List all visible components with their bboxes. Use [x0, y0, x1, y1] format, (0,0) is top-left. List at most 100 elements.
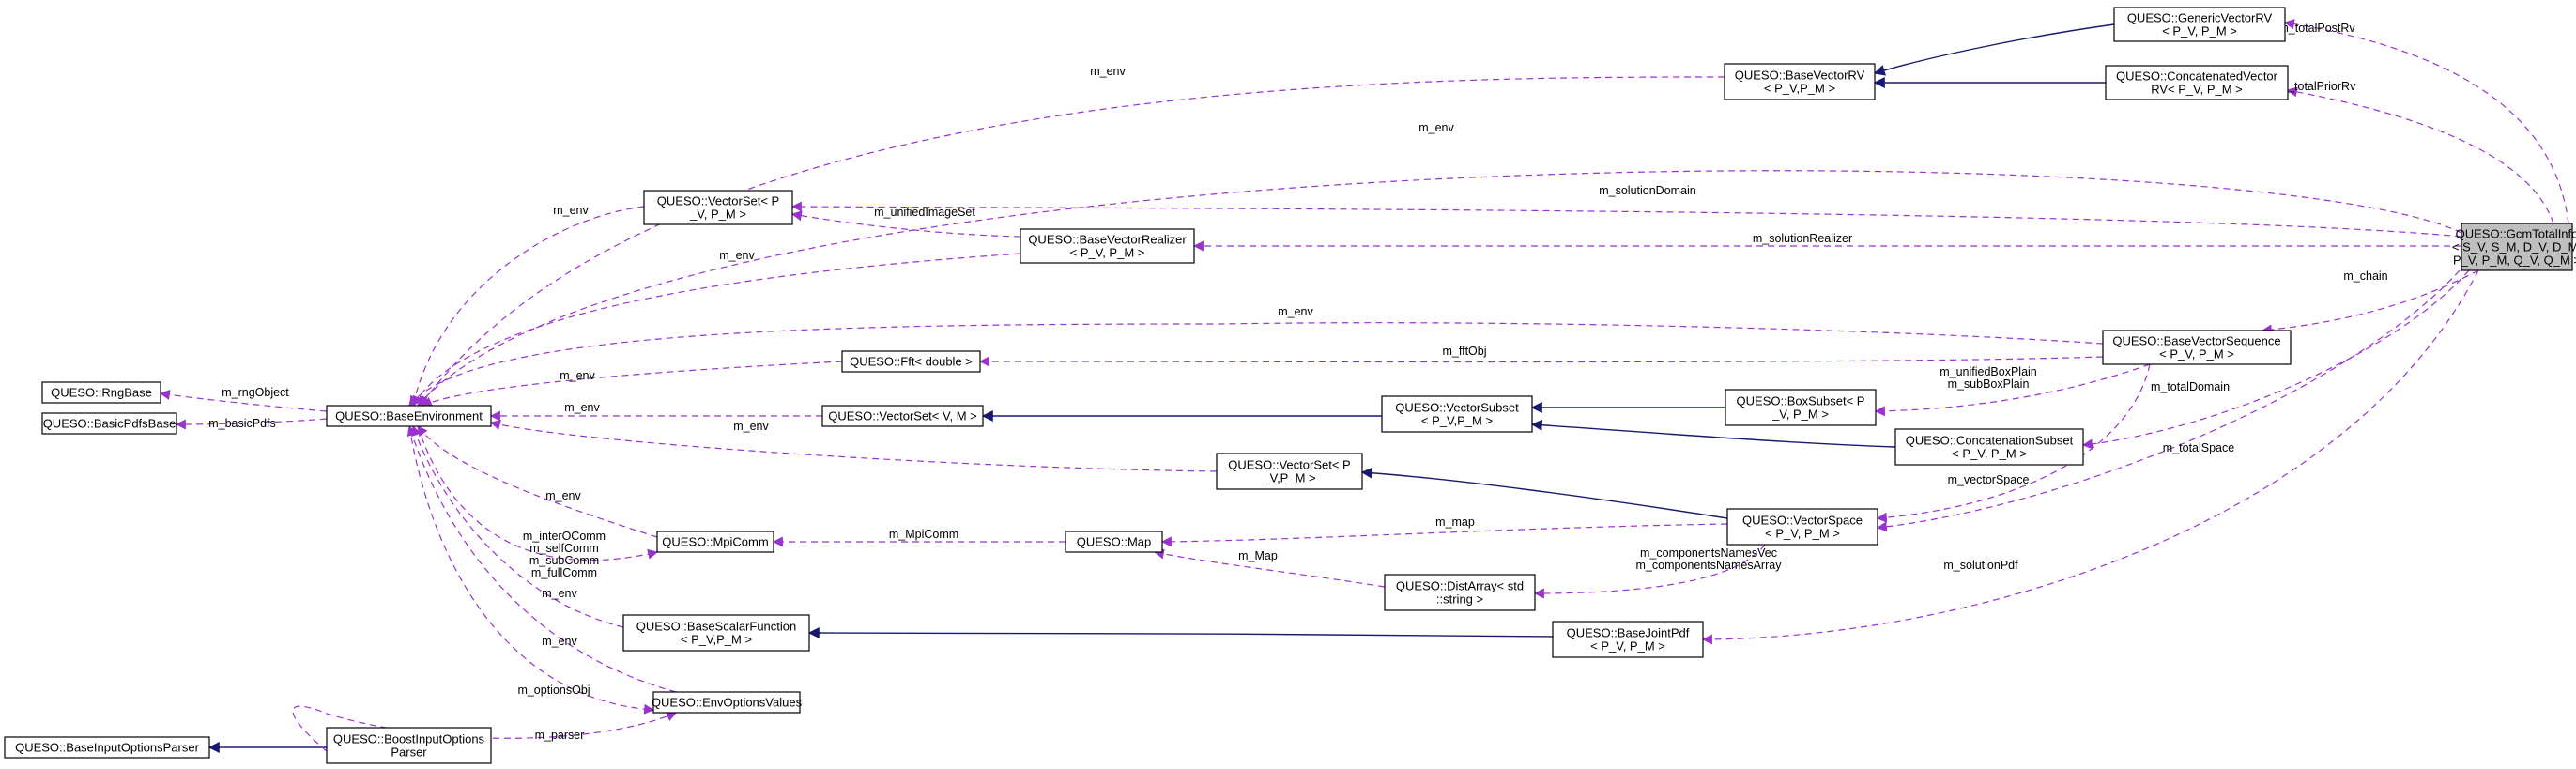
class-node-box: [1724, 63, 1876, 100]
class-node-box: [1552, 621, 1704, 658]
class-node-map[interactable]: QUESO::Map: [1065, 531, 1163, 553]
usage-edge-rng-object: [159, 389, 328, 412]
class-node-label: QUESO::Fft< double >: [850, 355, 973, 369]
class-node-box: [326, 727, 492, 764]
usage-edge-options-obj: [408, 425, 655, 715]
class-node-basic-pdfs-base[interactable]: QUESO::BasicPdfsBase: [41, 412, 177, 435]
class-node-box: [41, 381, 161, 404]
inheritance-edge-concatenation-subset-to-vector-subset: [1530, 419, 1896, 448]
class-node-label: QUESO::DistArray< std::string >: [1396, 579, 1524, 607]
usage-edge-solution-pdf: [1701, 269, 2479, 645]
edge-labels-layer: m_totalPostRv m_totalPriorRv m_env m_env m_s…: [208, 22, 2387, 742]
class-node-box: [1726, 508, 1878, 546]
class-node-generic-vector-rv[interactable]: QUESO::GenericVectorRV< P_V, P_M >: [2113, 7, 2286, 42]
class-node-box: [1020, 228, 1195, 264]
usage-edge-env-sequence: [408, 322, 2104, 407]
usage-edge-comms: [417, 425, 659, 561]
usage-edge-unified-image-set: [790, 210, 1021, 238]
edge-label-total-post-rv: m_totalPostRv: [2278, 22, 2355, 35]
class-node-dist-array[interactable]: QUESO::DistArray< std::string >: [1384, 574, 1536, 611]
edge-label-rng-object: m_rngObject: [222, 386, 289, 399]
usage-edge-solution-domain: [790, 201, 2462, 238]
class-node-vector-subset[interactable]: QUESO::VectorSubset< P_V,P_M >: [1381, 395, 1533, 433]
edge-label-env-mpi-comm: m_env: [545, 489, 581, 502]
class-node-box: [622, 614, 810, 652]
class-node-box: [1381, 395, 1533, 433]
usage-edge-env-options-values-edge: [406, 424, 677, 693]
class-node-label: QUESO::VectorSubset< P_V,P_M >: [1395, 401, 1519, 428]
edge-label-mpi-comm-edge: m_MpiComm: [889, 528, 958, 541]
class-node-box: [1725, 389, 1877, 426]
inheritance-edge-generic-to-base-vector-rv: [1873, 23, 2115, 76]
edge-label-parser: m_parser: [535, 729, 585, 742]
edge-label-env-sequence: m_env: [1278, 305, 1313, 318]
class-node-label: QUESO::BaseEnvironment: [335, 409, 483, 423]
class-node-box: [1894, 428, 2084, 466]
edge-label-env-vector-set-vm: m_env: [564, 401, 600, 414]
class-node-fft-double[interactable]: QUESO::Fft< double >: [841, 350, 981, 373]
class-node-vector-set-p[interactable]: QUESO::VectorSet< P_V, P_M >: [643, 190, 793, 225]
usage-edge-total-prior-rv: [2286, 86, 2554, 224]
class-node-base-scalar-function[interactable]: QUESO::BaseScalarFunction< P_V,P_M >: [622, 614, 810, 652]
usage-edge-env-base-vector-rv: [420, 76, 1725, 407]
usage-edge-fft-obj: [978, 356, 2104, 367]
class-node-box: [1216, 453, 1363, 490]
class-node-box: [4, 736, 210, 759]
class-node-box-subset[interactable]: QUESO::BoxSubset< P_V, P_M >: [1725, 389, 1877, 426]
usage-edge-env-vector-set-p2: [489, 420, 1218, 472]
edge-label-total-prior-rv: m_totalPriorRv: [2278, 80, 2356, 93]
class-node-vector-set-p2[interactable]: QUESO::VectorSet< P_V,P_M >: [1216, 453, 1363, 490]
edge-label-total-domain: m_totalDomain: [2151, 380, 2230, 393]
edge-label-map-m: m_Map: [1238, 549, 1278, 562]
usage-edge-vector-space-edge: [1876, 363, 2151, 523]
class-node-label: QUESO::GcmTotalInfo< S_V, S_M, D_V, D_M,…: [2452, 227, 2576, 268]
class-node-label: QUESO::ConcatenationSubset< P_V, P_M >: [1906, 434, 2074, 461]
class-node-rng-base[interactable]: QUESO::RngBase: [41, 381, 161, 404]
class-node-box: [41, 412, 177, 435]
class-node-base-vector-rv[interactable]: QUESO::BaseVectorRV< P_V,P_M >: [1724, 63, 1876, 100]
class-node-box: [652, 691, 801, 714]
class-node-box: [2113, 7, 2286, 42]
class-node-label: QUESO::BasicPdfsBase: [43, 417, 176, 431]
class-node-env-options-values[interactable]: QUESO::EnvOptionsValues: [652, 691, 803, 714]
class-node-box: [1384, 574, 1536, 611]
class-node-label: QUESO::VectorSet< V, M >: [828, 409, 976, 423]
class-node-mpi-comm[interactable]: QUESO::MpiComm: [656, 531, 774, 553]
class-node-box: [1065, 531, 1163, 553]
class-node-label: QUESO::BoxSubset< P_V, P_M >: [1737, 394, 1865, 422]
edge-label-solution-pdf: m_solutionPdf: [1943, 559, 2018, 572]
edge-label-env-gcm: m_env: [1418, 121, 1454, 134]
usage-edge-env-realizer: [412, 253, 1021, 407]
class-node-label: QUESO::RngBase: [51, 386, 152, 400]
class-node-label: QUESO::BaseInputOptionsParser: [15, 741, 199, 755]
class-node-base-environment[interactable]: QUESO::BaseEnvironment: [326, 405, 492, 427]
class-node-label: QUESO::VectorSet< P_V,P_M >: [1228, 458, 1350, 485]
class-node-gcm-total-info[interactable]: QUESO::GcmTotalInfo< S_V, S_M, D_V, D_M,…: [2452, 223, 2576, 271]
class-node-label: QUESO::BaseVectorRealizer< P_V, P_M >: [1028, 233, 1187, 260]
usage-edge-basic-pdfs: [175, 418, 328, 430]
nodes-layer: QUESO::GcmTotalInfo< S_V, S_M, D_V, D_M,…: [4, 7, 2576, 764]
edge-label-solution-realizer: m_solutionRealizer: [1753, 232, 1852, 245]
class-node-concatenation-subset[interactable]: QUESO::ConcatenationSubset< P_V, P_M >: [1894, 428, 2084, 466]
edge-label-chain: m_chain: [2343, 269, 2387, 283]
class-node-box: [821, 405, 984, 427]
class-node-base-joint-pdf[interactable]: QUESO::BaseJointPdf< P_V, P_M >: [1552, 621, 1704, 658]
class-node-box: [643, 190, 793, 225]
class-node-box: [841, 350, 981, 373]
class-node-label: QUESO::VectorSpace< P_V, P_M >: [1742, 514, 1863, 541]
class-node-base-vector-sequence[interactable]: QUESO::BaseVectorSequence< P_V, P_M >: [2102, 330, 2292, 365]
edge-label-fft-obj: m_fftObj: [1442, 345, 1486, 358]
class-node-box: [656, 531, 774, 553]
class-node-vector-set-v-m[interactable]: QUESO::VectorSet< V, M >: [821, 405, 984, 427]
usage-edge-map-edge: [1160, 523, 1728, 547]
class-node-base-vector-realizer[interactable]: QUESO::BaseVectorRealizer< P_V, P_M >: [1020, 228, 1195, 264]
class-node-base-input-options-parser[interactable]: QUESO::BaseInputOptionsParser: [4, 736, 210, 759]
class-node-vector-space[interactable]: QUESO::VectorSpace< P_V, P_M >: [1726, 508, 1878, 546]
edge-label-env-base-vector-rv: m_env: [1090, 65, 1126, 78]
class-node-label: QUESO::VectorSet< P_V, P_M >: [657, 194, 779, 222]
